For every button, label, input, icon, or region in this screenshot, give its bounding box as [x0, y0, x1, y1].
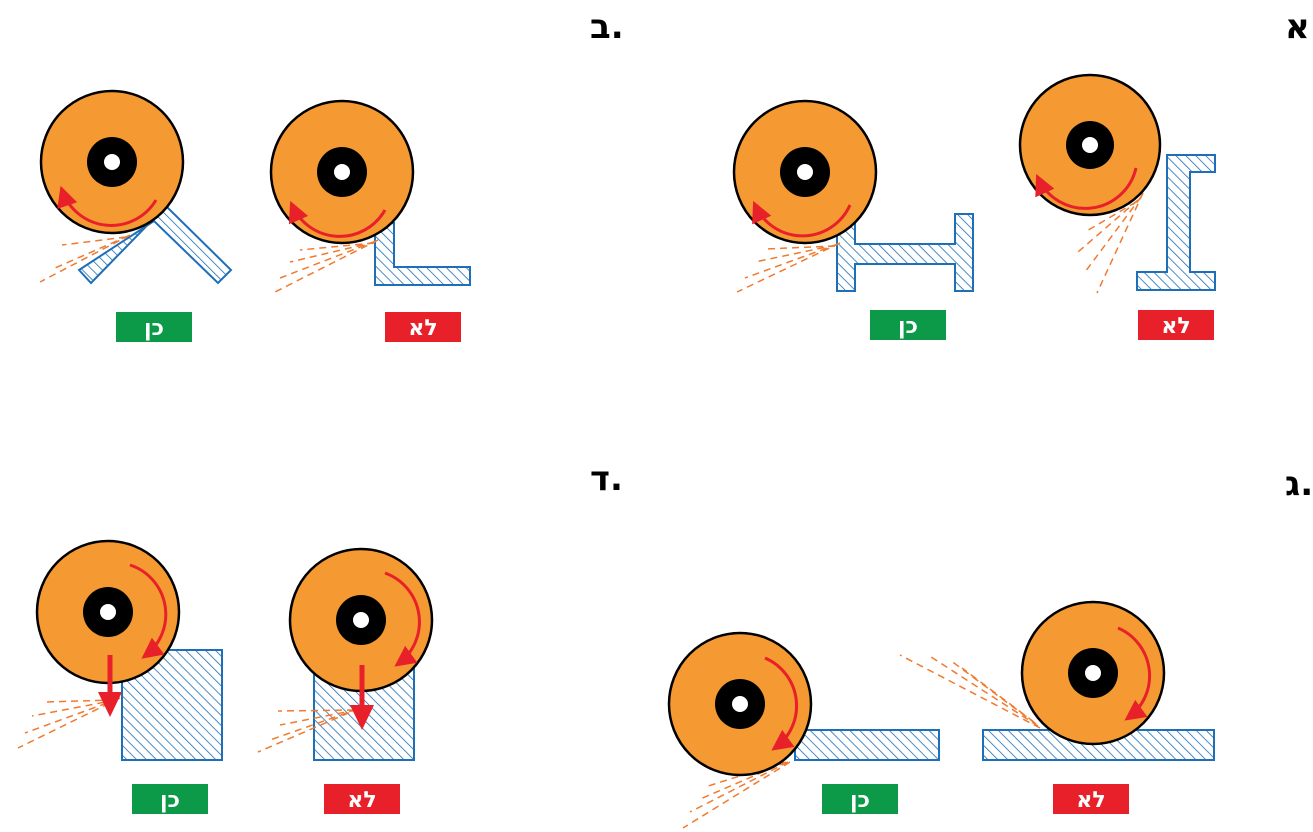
- rotation-arrow: [752, 200, 852, 238]
- rotation-arrow: [1035, 167, 1138, 210]
- c-yes-example: [667, 631, 940, 829]
- sparks: [257, 707, 361, 753]
- rotation-arrow: [1117, 626, 1152, 721]
- d-yes-badge-text: כן: [160, 788, 180, 813]
- sparks: [274, 239, 379, 293]
- d-no-badge: [324, 784, 400, 814]
- rotation-arrow: [384, 571, 421, 667]
- rotation-arrow: [129, 563, 168, 659]
- pressure-arrow-head: [350, 705, 374, 730]
- c-no-example: [899, 600, 1215, 761]
- rotation-arrow: [57, 185, 158, 227]
- a-no-example: [1018, 73, 1216, 294]
- v-angle-workpiece: [77, 204, 233, 285]
- h-beam-workpiece: [836, 213, 974, 292]
- d-no-example: [257, 547, 434, 761]
- b-no-example: [269, 99, 471, 293]
- b-yes-badge: [116, 312, 192, 342]
- c-no-badge: [1053, 784, 1129, 814]
- flat-plate-workpiece: [794, 729, 940, 761]
- angle-workpiece: [374, 222, 471, 286]
- sparks: [17, 697, 121, 749]
- c-yes-badge-text: כן: [850, 788, 870, 813]
- pressure-arrow-head: [98, 692, 122, 717]
- sparks: [899, 654, 1041, 729]
- b-no-badge-text: לא: [408, 316, 437, 341]
- d-no-badge-text: לא: [347, 788, 376, 813]
- i-beam-workpiece: [1136, 154, 1216, 291]
- sparks: [1077, 192, 1144, 294]
- b-no-badge: [385, 312, 461, 342]
- c-no-badge-text: לא: [1076, 788, 1105, 813]
- section-label-b: ב.: [590, 7, 624, 47]
- b-yes-badge-text: כן: [144, 316, 164, 341]
- a-no-badge-text: לא: [1161, 314, 1190, 339]
- rotation-arrow: [764, 656, 799, 751]
- a-no-badge: [1138, 310, 1214, 340]
- section-label-a: א.: [1285, 7, 1313, 47]
- rotation-arrow: [288, 200, 387, 238]
- sparks: [39, 234, 131, 283]
- sparks: [736, 242, 841, 293]
- a-yes-badge: [870, 310, 946, 340]
- d-yes-example: [17, 539, 223, 761]
- a-yes-badge-text: כן: [898, 314, 918, 339]
- section-label-d: ד.: [590, 459, 623, 499]
- c-yes-badge: [822, 784, 898, 814]
- a-yes-example: [732, 99, 974, 293]
- section-label-c: ג.: [1285, 464, 1313, 504]
- d-yes-badge: [132, 784, 208, 814]
- b-yes-example: [39, 89, 233, 285]
